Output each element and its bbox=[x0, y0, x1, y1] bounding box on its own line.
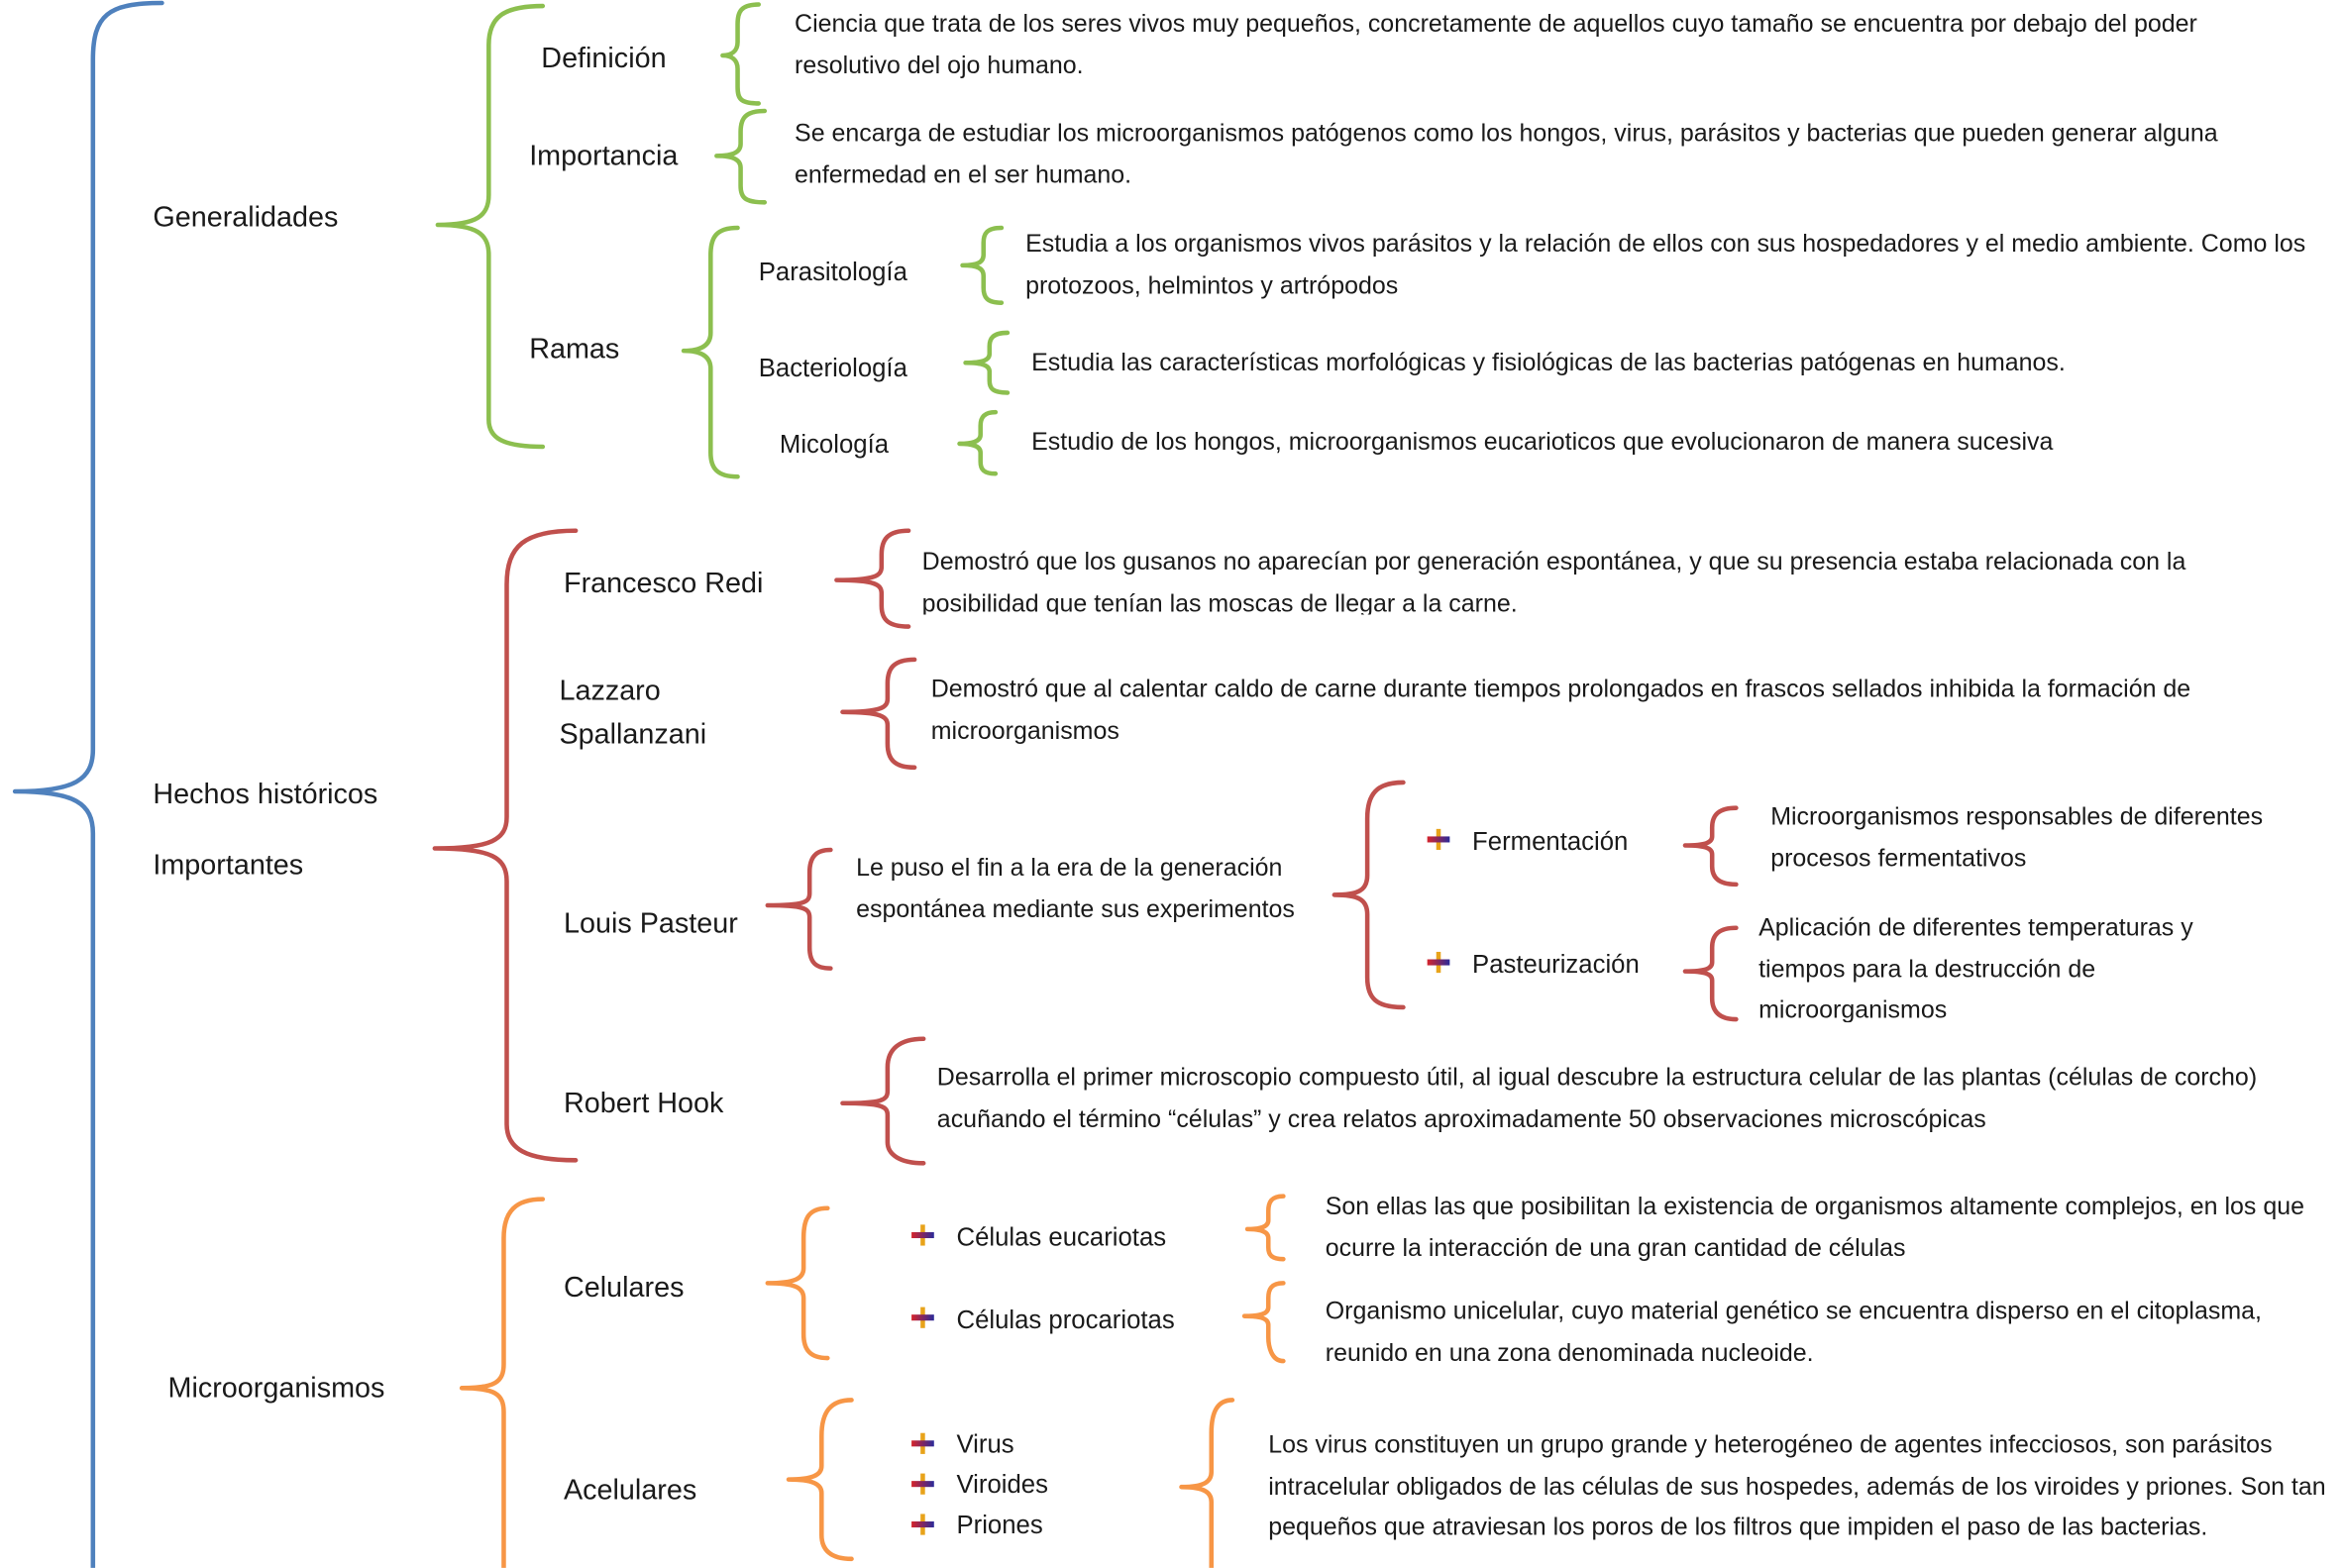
parasitologia-label: Parasitología bbox=[758, 258, 907, 287]
virus-text-bracket bbox=[1179, 1398, 1235, 1568]
microorganismos-bracket bbox=[459, 1197, 546, 1568]
bullet-icon bbox=[910, 1431, 934, 1455]
micologia-text: Estudio de los hongos, microorganismos e… bbox=[1031, 428, 2054, 457]
procariotas-label: Células procariotas bbox=[956, 1306, 1175, 1334]
pasteurizacion-label: Pasteurización bbox=[1472, 950, 1640, 980]
procariotas-bracket bbox=[1241, 1281, 1286, 1364]
spallanzani-text: Demostró que al calentar caldo de carne … bbox=[930, 676, 2191, 745]
pasteur-text-bracket bbox=[765, 847, 833, 971]
viroides-item: Viroides bbox=[956, 1470, 1048, 1500]
pasteur-text: Le puso el fin a la era de la generación… bbox=[856, 854, 1295, 923]
hechos-bracket bbox=[432, 528, 579, 1163]
hook-label: Robert Hook bbox=[564, 1088, 724, 1120]
redi-bracket bbox=[834, 528, 911, 629]
hook-bracket bbox=[840, 1036, 926, 1166]
pasteurizacion-bracket bbox=[1682, 925, 1739, 1022]
generalidades-bracket bbox=[435, 3, 546, 450]
virus-item: Virus bbox=[956, 1429, 1014, 1459]
celulares-label: Celulares bbox=[564, 1272, 685, 1305]
parasitologia-bracket bbox=[960, 225, 1005, 305]
eucariotas-text: Son ellas las que posibilitan la existen… bbox=[1325, 1193, 2305, 1262]
spallanzani-label-line1: Lazzaro bbox=[559, 676, 661, 708]
acelulares-bracket bbox=[786, 1398, 854, 1562]
fermentacion-text: Microorganismos responsables de diferent… bbox=[1770, 803, 2264, 872]
bullet-icon bbox=[1426, 950, 1450, 974]
bullet-icon bbox=[1426, 827, 1450, 851]
importancia-bracket bbox=[714, 108, 768, 205]
priones-item: Priones bbox=[956, 1511, 1043, 1540]
bacteriologia-label: Bacteriología bbox=[758, 354, 907, 382]
definicion-text: Ciencia que trata de los seres vivos muy… bbox=[795, 10, 2197, 79]
fermentacion-bracket bbox=[1682, 805, 1739, 888]
eucariotas-bracket bbox=[1244, 1194, 1286, 1262]
definicion-label: Definición bbox=[541, 43, 667, 75]
pasteurizacion-text: Aplicación de diferentes temperaturas y … bbox=[1758, 914, 2193, 1023]
importancia-text: Se encarga de estudiar los microorganism… bbox=[795, 120, 2218, 188]
eucariotas-label: Células eucariotas bbox=[956, 1222, 1167, 1252]
pasteur-sub-bracket bbox=[1332, 780, 1406, 1010]
redi-label: Francesco Redi bbox=[564, 568, 764, 600]
hechos-label-line1: Hechos históricos bbox=[153, 779, 378, 811]
redi-text: Demostró que los gusanos no aparecían po… bbox=[921, 548, 2186, 615]
bullet-icon bbox=[910, 1472, 934, 1496]
bullet-icon bbox=[910, 1306, 934, 1329]
hook-text: Desarrolla el primer microscopio compues… bbox=[936, 1064, 2258, 1133]
hechos-label-line2: Importantes bbox=[153, 850, 304, 882]
microorganismos-label: Microorganismos bbox=[167, 1373, 385, 1405]
acelulares-label: Acelulares bbox=[564, 1475, 697, 1507]
procariotas-text: Organismo unicelular, cuyo material gené… bbox=[1325, 1298, 2262, 1367]
spallanzani-label-line2: Spallanzani bbox=[559, 719, 707, 752]
acelulares-text: Los virus constituyen un grupo grande y … bbox=[1268, 1431, 2326, 1541]
root-bracket bbox=[12, 0, 164, 1568]
fermentacion-label: Fermentación bbox=[1472, 827, 1629, 857]
micologia-bracket bbox=[957, 409, 999, 476]
importancia-label: Importancia bbox=[529, 141, 679, 173]
bullet-icon bbox=[910, 1513, 934, 1536]
bacteriologia-text: Estudia las características morfológicas… bbox=[1031, 349, 2066, 376]
spallanzani-bracket bbox=[840, 657, 917, 771]
definicion-bracket bbox=[720, 2, 761, 106]
bacteriologia-bracket bbox=[963, 330, 1011, 395]
ramas-bracket bbox=[681, 225, 740, 479]
bullet-icon bbox=[910, 1223, 934, 1247]
celulares-bracket bbox=[765, 1205, 830, 1361]
pasteur-label: Louis Pasteur bbox=[564, 908, 738, 940]
generalidades-label: Generalidades bbox=[153, 202, 339, 235]
micologia-label: Micología bbox=[779, 430, 890, 460]
ramas-label: Ramas bbox=[529, 334, 620, 366]
parasitologia-text: Estudia a los organismos vivos parásitos… bbox=[1025, 231, 2306, 299]
